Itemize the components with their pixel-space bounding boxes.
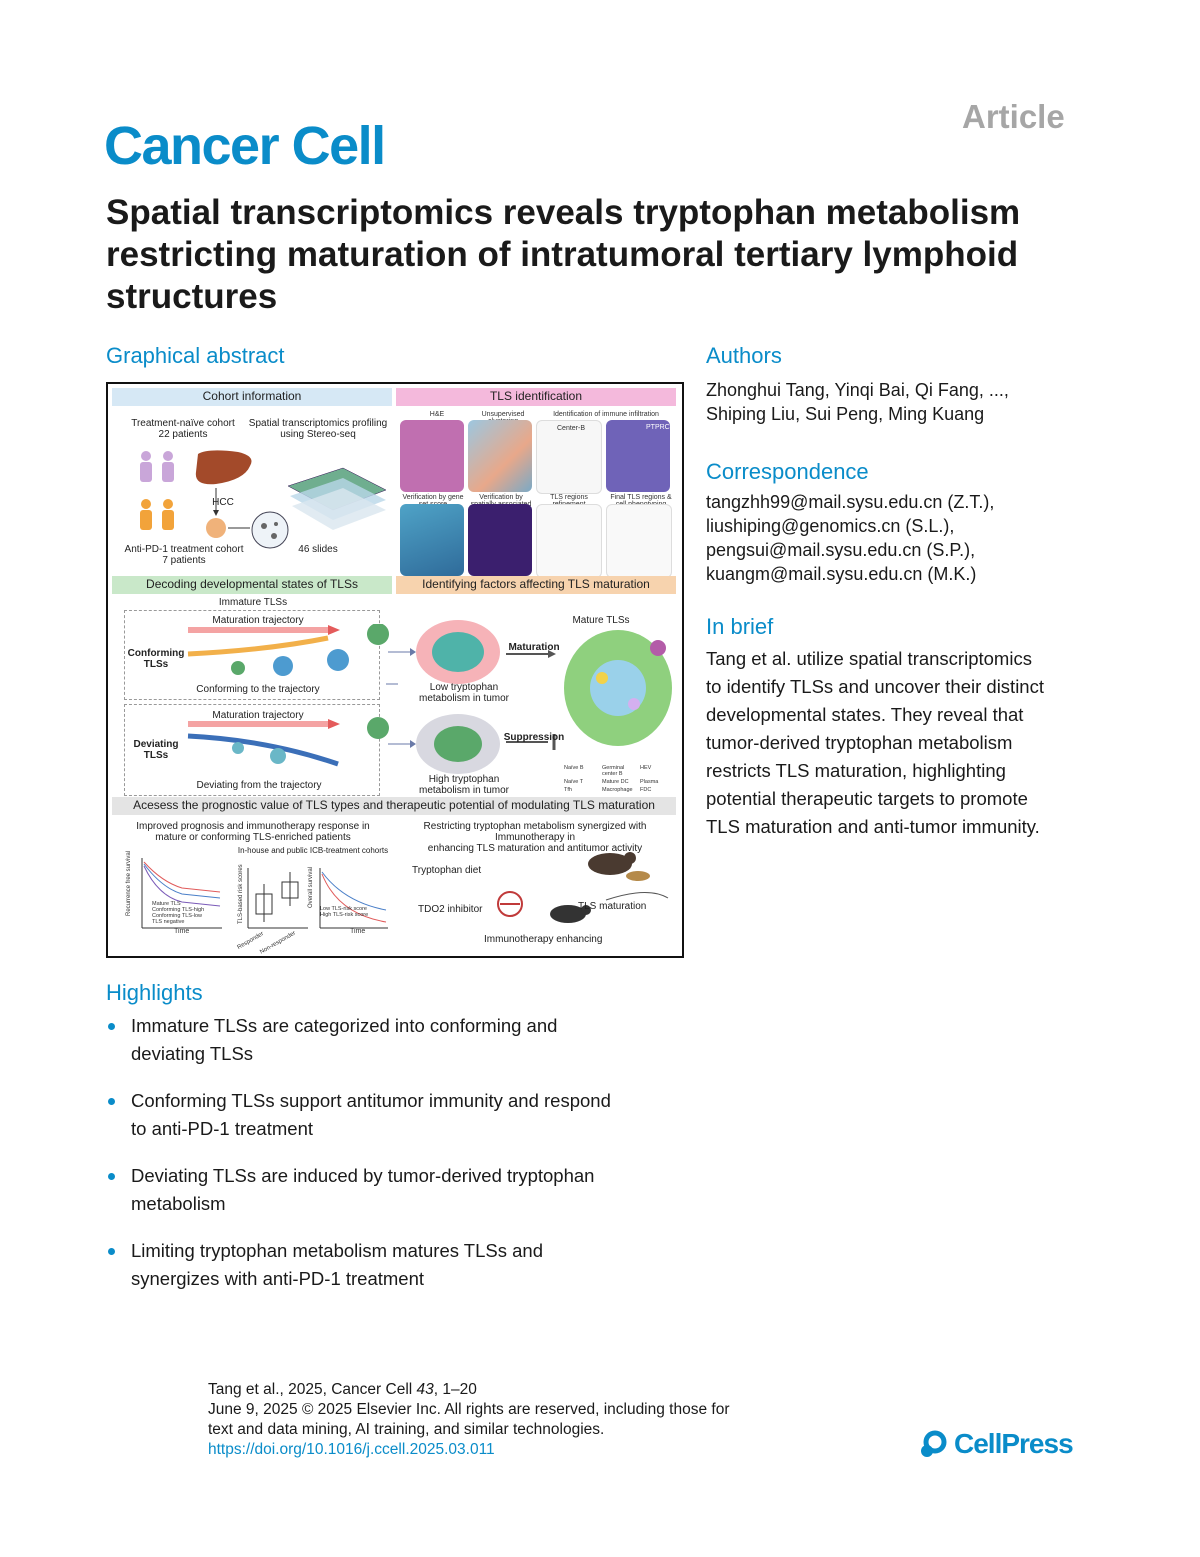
rights-line: text and data mining, AI training, and s…	[208, 1421, 605, 1438]
authors-line-2: Shiping Liu, Sui Peng, Ming Kuang	[706, 404, 985, 424]
authors-heading: Authors	[706, 343, 782, 368]
refinement-tile	[536, 504, 602, 578]
legend-tfh: Tfh	[564, 787, 572, 793]
highlight-item: Immature TLSs are categorized into confo…	[106, 1012, 706, 1068]
cohort-band: Cohort information	[112, 388, 392, 406]
prognostic-band: Acesess the prognostic value of TLS type…	[112, 797, 676, 815]
factors-band: Identifying factors affecting TLS matura…	[396, 576, 676, 594]
cellpress-wordmark: CellPress	[954, 1428, 1074, 1459]
email-kuang[interactable]: kuangm@mail.sysu.edu.cn (M.K.)	[706, 564, 977, 584]
bullet-icon	[108, 1023, 115, 1030]
he-tile	[400, 420, 464, 492]
center-b-tile: Center-B	[536, 420, 602, 494]
km2-legend: Low TLS-risk score High TLS-risk score	[320, 906, 369, 918]
article-type-label: Article	[962, 98, 1065, 135]
ptprc-tile: PTPRC	[606, 420, 670, 492]
legend-hev: HEV	[640, 765, 652, 771]
tls-maturation-label: TLS maturation	[578, 901, 647, 912]
citation-footer: Tang et al., 2025, Cancer Cell 43, 1–20 …	[208, 1380, 730, 1460]
legend-plasma: Plasma	[640, 779, 659, 785]
gene-set-tile	[400, 504, 464, 576]
correspondence-list: tangzhh99@mail.sysu.edu.cn (Z.T.), liush…	[706, 490, 1146, 586]
maturation-label: Maturation	[508, 642, 560, 653]
gene-module-tile	[468, 504, 532, 576]
tile-label-he: H&E	[429, 411, 445, 418]
bullet-icon	[108, 1098, 115, 1105]
low-trp-label: Low tryptophan metabolism in tumor	[418, 682, 510, 704]
decoding-band: Decoding developmental states of TLSs	[112, 576, 392, 594]
highlight-item: Conforming TLSs support antitumor immuni…	[106, 1087, 706, 1143]
article-title: Spatial transcriptomics reveals tryptoph…	[106, 193, 1021, 316]
mature-tls-label: Mature TLSs	[572, 615, 630, 626]
immature-label: Immature TLSs	[218, 597, 288, 608]
trp-diet-label: Tryptophan diet	[412, 865, 482, 876]
bullet-icon	[108, 1173, 115, 1180]
cohort2-label: Anti-PD-1 treatment cohort 7 patients	[124, 544, 244, 566]
conforming-box	[124, 610, 380, 700]
deviating-box	[124, 704, 380, 796]
authors-list: Zhonghui Tang, Yinqi Bai, Qi Fang, ..., …	[706, 378, 1146, 426]
tryptophan-illustration	[388, 620, 672, 774]
cellpress-icon	[921, 1430, 947, 1457]
legend-macrophage: Macrophage	[602, 787, 633, 793]
trajectory-illustration	[187, 624, 398, 767]
highlights-heading: Highlights	[106, 980, 203, 1005]
km1-x-label: Time	[174, 928, 190, 935]
highlight-item: Deviating TLSs are induced by tumor-deri…	[106, 1162, 706, 1218]
email-peng[interactable]: pengsui@mail.sysu.edu.cn (S.P.),	[706, 540, 976, 560]
conforming-label: Conforming TLSs	[127, 648, 185, 670]
authors-line-1: Zhonghui Tang, Yinqi Bai, Qi Fang, ...,	[706, 380, 1009, 400]
legend-fdc: FDC	[640, 787, 652, 793]
mouse-illustration	[497, 852, 669, 923]
cohort1-label: Treatment-naïve cohort 22 patients	[131, 418, 235, 440]
bullet-icon	[108, 1248, 115, 1255]
email-liu[interactable]: liushiping@genomics.cn (S.L.),	[706, 516, 955, 536]
box-y-label: TLS-based risk scores	[238, 864, 244, 924]
survival-plots	[141, 858, 388, 929]
slides-label: 46 slides	[298, 544, 338, 555]
copyright-line: June 9, 2025 © 2025 Elsevier Inc. All ri…	[208, 1401, 730, 1418]
maturation-traj-label-1: Maturation trajectory	[212, 615, 304, 626]
journal-logo: Cancer Cell	[104, 116, 386, 176]
tile-label-immune: Identification of immune infiltration	[553, 411, 659, 418]
icb-label: In-house and public ICB-treatment cohort…	[237, 846, 389, 855]
deviating-caption: Deviating from the trajectory	[196, 780, 322, 791]
conforming-caption: Conforming to the trajectory	[196, 684, 320, 695]
legend-mature-dc: Mature DC	[602, 779, 629, 785]
cohort-illustration	[140, 450, 387, 549]
highlights-list: Immature TLSs are categorized into confo…	[106, 1012, 706, 1312]
in-brief-heading: In brief	[706, 614, 774, 639]
restricting-label: Restricting tryptophan metabolism synerg…	[423, 821, 647, 854]
legend-gc-b: Germinal center B	[602, 765, 625, 777]
hcc-label: HCC	[212, 497, 234, 508]
tls-identification-band: TLS identification	[396, 388, 676, 406]
deviating-label: Deviating TLSs	[133, 739, 179, 761]
legend-naive-t: Naïve T	[564, 779, 584, 785]
highlight-item: Limiting tryptophan metabolism matures T…	[106, 1237, 706, 1293]
improved-label: Improved prognosis and immunotherapy res…	[136, 821, 370, 843]
final-tls-tile	[606, 504, 672, 578]
cell-legend: Naïve B Germinal center B HEV Naïve T Ma…	[564, 765, 678, 793]
km2-y-label: Overall survival	[308, 866, 314, 908]
high-trp-label: High tryptophan metabolism in tumor	[418, 774, 510, 796]
tdo2-label: TDO2 inhibitor	[418, 904, 483, 915]
suppression-label: Suppression	[503, 732, 565, 743]
doi-link[interactable]: https://doi.org/10.1016/j.ccell.2025.03.…	[208, 1441, 495, 1458]
correspondence-heading: Correspondence	[706, 459, 869, 484]
km1-legend: Mature TLS Conforming TLS-high Conformin…	[152, 901, 205, 925]
citation-line: Tang et al., 2025, Cancer Cell 43, 1–20	[208, 1381, 477, 1398]
km1-y-label: Recurrence free survival	[126, 850, 132, 916]
in-brief-text: Tang et al. utilize spatial transcriptom…	[706, 648, 1044, 837]
stereo-label: Spatial transcriptomics profiling using …	[248, 418, 388, 440]
clustering-tile	[468, 420, 532, 492]
maturation-traj-label-2: Maturation trajectory	[212, 710, 304, 721]
graphical-abstract-heading: Graphical abstract	[106, 343, 285, 368]
immunotherapy-label: Immunotherapy enhancing	[484, 934, 603, 945]
legend-naive-b: Naïve B	[564, 765, 584, 771]
km2-x-label: Time	[350, 928, 366, 935]
graphical-abstract-figure: Cohort information TLS identification Tr…	[106, 382, 684, 958]
email-tang[interactable]: tangzhh99@mail.sysu.edu.cn (Z.T.),	[706, 492, 995, 512]
